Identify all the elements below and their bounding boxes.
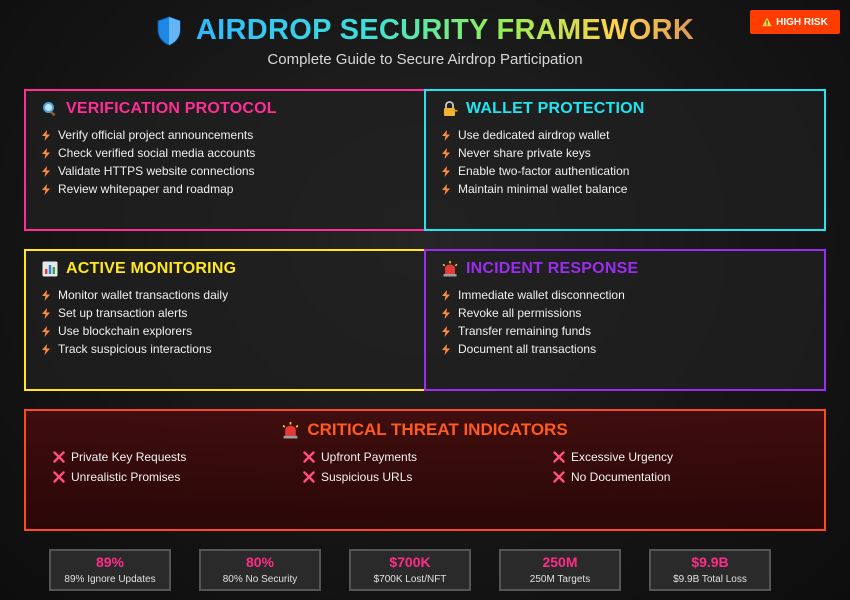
card-title: INCIDENT RESPONSE [442, 260, 808, 278]
cross-icon [553, 451, 565, 463]
stat-box: $700K $700K Lost/NFT [349, 549, 471, 591]
shield-icon [157, 15, 181, 46]
stat-box: $9.9B $9.9B Total Loss [649, 549, 771, 591]
lightning-icon [42, 129, 50, 141]
lightning-icon [42, 165, 50, 177]
page-subtitle: Complete Guide to Secure Airdrop Partici… [267, 51, 583, 68]
card-title: WALLET PROTECTION [442, 100, 808, 118]
stat-value: 89% [95, 554, 125, 570]
lightning-icon [442, 129, 450, 141]
threat-item: Excessive Urgency [553, 449, 673, 465]
lightning-icon [42, 325, 50, 337]
siren-icon [282, 421, 299, 438]
lock-key-icon [444, 101, 458, 116]
lightning-icon [442, 183, 450, 195]
list-item: Never share private keys [442, 144, 808, 162]
stat-box: 89% 89% Ignore Updates [49, 549, 171, 591]
cross-icon [303, 451, 315, 463]
lightning-icon [42, 307, 50, 319]
lightning-icon [42, 147, 50, 159]
warning-icon [762, 17, 772, 27]
stat-value: 250M [542, 554, 578, 570]
lightning-icon [442, 307, 450, 319]
list-item: Check verified social media accounts [42, 144, 408, 162]
threat-item: Unrealistic Promises [53, 469, 180, 485]
list-item: Maintain minimal wallet balance [442, 180, 808, 198]
list-item: Transfer remaining funds [442, 322, 808, 340]
threat-item: No Documentation [553, 469, 670, 485]
stat-label: $700K Lost/NFT [373, 574, 447, 585]
page-title: AIRDROP SECURITY FRAMEWORK [195, 14, 695, 46]
list-item: Verify official project announcements [42, 126, 408, 144]
list-item: Review whitepaper and roadmap [42, 180, 408, 198]
stat-box: 250M 250M Targets [499, 549, 621, 591]
lightning-icon [42, 289, 50, 301]
list-item: Use blockchain explorers [42, 322, 408, 340]
magnifier-icon [43, 102, 56, 117]
lightning-icon [442, 343, 450, 355]
list-item: Document all transactions [442, 340, 808, 358]
active-monitoring-card: ACTIVE MONITORING Monitor wallet transac… [24, 249, 426, 391]
stat-label: 80% No Security [222, 574, 298, 585]
stat-value: $700K [389, 554, 431, 570]
risk-badge: HIGH RISK [750, 10, 840, 34]
stat-box: 80% 80% No Security [199, 549, 321, 591]
checklist: Use dedicated airdrop wallet Never share… [442, 126, 808, 198]
threat-item: Private Key Requests [53, 449, 186, 465]
list-item: Use dedicated airdrop wallet [442, 126, 808, 144]
critical-threat-indicators: CRITICAL THREAT INDICATORS Private Key R… [24, 409, 826, 531]
list-item: Set up transaction alerts [42, 304, 408, 322]
stat-label: 250M Targets [529, 574, 591, 585]
list-item: Enable two-factor authentication [442, 162, 808, 180]
list-item: Immediate wallet disconnection [442, 286, 808, 304]
list-item: Monitor wallet transactions daily [42, 286, 408, 304]
header: AIRDROP SECURITY FRAMEWORK Complete Guid… [0, 0, 850, 80]
section-title: CRITICAL THREAT INDICATORS [26, 420, 824, 440]
checklist: Immediate wallet disconnection Revoke al… [442, 286, 808, 358]
cross-icon [53, 451, 65, 463]
card-title: ACTIVE MONITORING [42, 260, 408, 278]
siren-icon [442, 261, 458, 277]
checklist: Verify official project announcements Ch… [42, 126, 408, 198]
bar-chart-icon [42, 261, 58, 277]
incident-response-card: INCIDENT RESPONSE Immediate wallet disco… [424, 249, 826, 391]
cross-icon [553, 471, 565, 483]
lightning-icon [442, 147, 450, 159]
title-row: AIRDROP SECURITY FRAMEWORK [0, 14, 850, 47]
lightning-icon [42, 343, 50, 355]
lightning-icon [442, 165, 450, 177]
list-item: Track suspicious interactions [42, 340, 408, 358]
checklist: Monitor wallet transactions daily Set up… [42, 286, 408, 358]
lightning-icon [42, 183, 50, 195]
risk-badge-label: HIGH RISK [776, 16, 828, 28]
list-item: Validate HTTPS website connections [42, 162, 408, 180]
stat-value: $9.9B [691, 554, 729, 570]
stat-value: 80% [245, 554, 275, 570]
lightning-icon [442, 289, 450, 301]
cross-icon [303, 471, 315, 483]
card-title: VERIFICATION PROTOCOL [42, 100, 408, 118]
threat-item: Suspicious URLs [303, 469, 412, 485]
list-item: Revoke all permissions [442, 304, 808, 322]
lightning-icon [442, 325, 450, 337]
wallet-protection-card: WALLET PROTECTION Use dedicated airdrop … [424, 89, 826, 231]
threat-item: Upfront Payments [303, 449, 417, 465]
verification-protocol-card: VERIFICATION PROTOCOL Verify official pr… [24, 89, 426, 231]
stat-label: 89% Ignore Updates [64, 574, 156, 585]
cross-icon [53, 471, 65, 483]
stat-label: $9.9B Total Loss [673, 574, 747, 585]
